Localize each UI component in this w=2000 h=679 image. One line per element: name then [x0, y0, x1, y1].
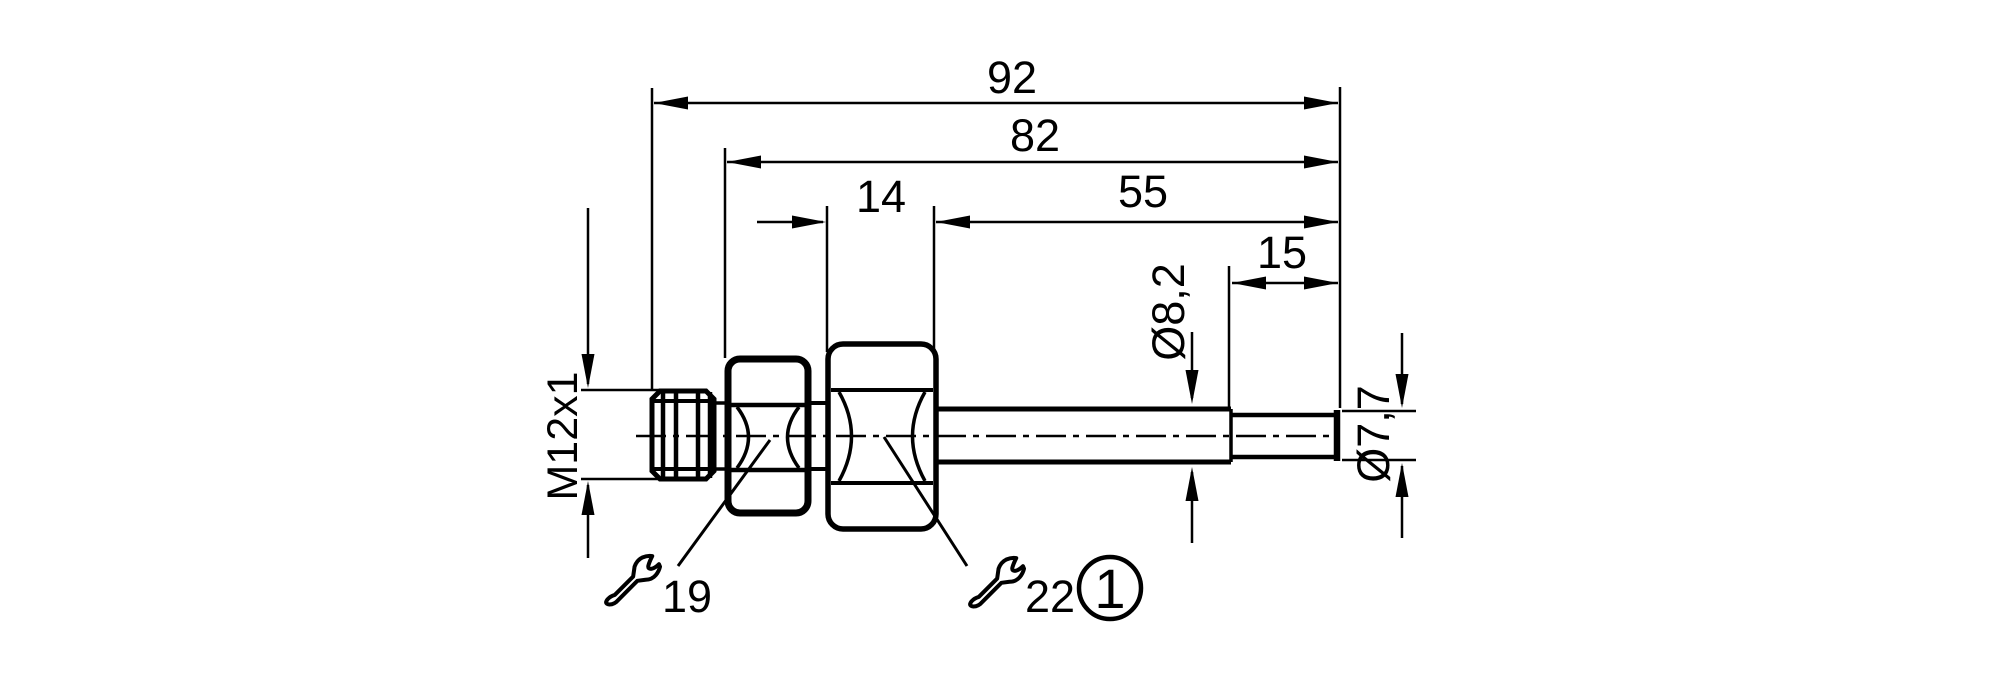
dim-label-14: 14 [856, 171, 906, 222]
arrow-dia77-down [1395, 374, 1409, 408]
arrow-15-right [1304, 276, 1338, 290]
dim-label-82: 82 [1010, 110, 1060, 161]
wrench-size-22-label: 22 [1025, 571, 1075, 622]
callout-number: 1 [1094, 557, 1125, 620]
arrow-55-left [936, 215, 970, 229]
arrow-82-right [1304, 155, 1338, 169]
arrow-82-left [727, 155, 761, 169]
dim-label-thread: M12x1 [539, 371, 587, 500]
arrow-dia82-down [1185, 370, 1199, 404]
dim-label-barrel-diameter: Ø8,2 [1143, 263, 1194, 361]
wrench-icons [604, 553, 1027, 609]
dim-label-55: 55 [1118, 166, 1168, 217]
wrench-icon [968, 555, 1027, 609]
dia-7-7-ticks [1342, 409, 1416, 462]
arrow-15-left [1232, 276, 1266, 290]
arrow-dia82-up [1185, 467, 1199, 501]
leader-line-wrench-19 [676, 439, 772, 567]
dim-label-tip-diameter: Ø7,7 [1348, 385, 1399, 483]
dim-label-92: 92 [987, 52, 1037, 103]
arrow-14-right [792, 215, 826, 229]
arrow-55-right [1304, 215, 1338, 229]
hex-nut-19-face-lines [730, 402, 806, 473]
leader-line-wrench-22 [882, 436, 969, 567]
arrow-92-right [1304, 96, 1338, 110]
hex-nut-22-face-lines [831, 388, 933, 485]
hex-nut-19-chamfer-arcs [735, 405, 801, 470]
thread-root-lines [652, 399, 714, 471]
arrow-m12-up [581, 481, 595, 515]
arrow-dia77-up [1395, 463, 1409, 497]
wrench-icon [604, 553, 663, 607]
arrowheads [581, 96, 1409, 515]
arrow-92-left [654, 96, 688, 110]
tip-outline [1231, 412, 1337, 460]
wrench-size-19-label: 19 [662, 571, 712, 622]
thread-dim-ticks [581, 388, 703, 481]
arrow-m12-down [581, 354, 595, 388]
callout-circle [1076, 554, 1144, 622]
dim-label-15: 15 [1257, 227, 1307, 278]
barrel-outline [936, 406, 1231, 465]
